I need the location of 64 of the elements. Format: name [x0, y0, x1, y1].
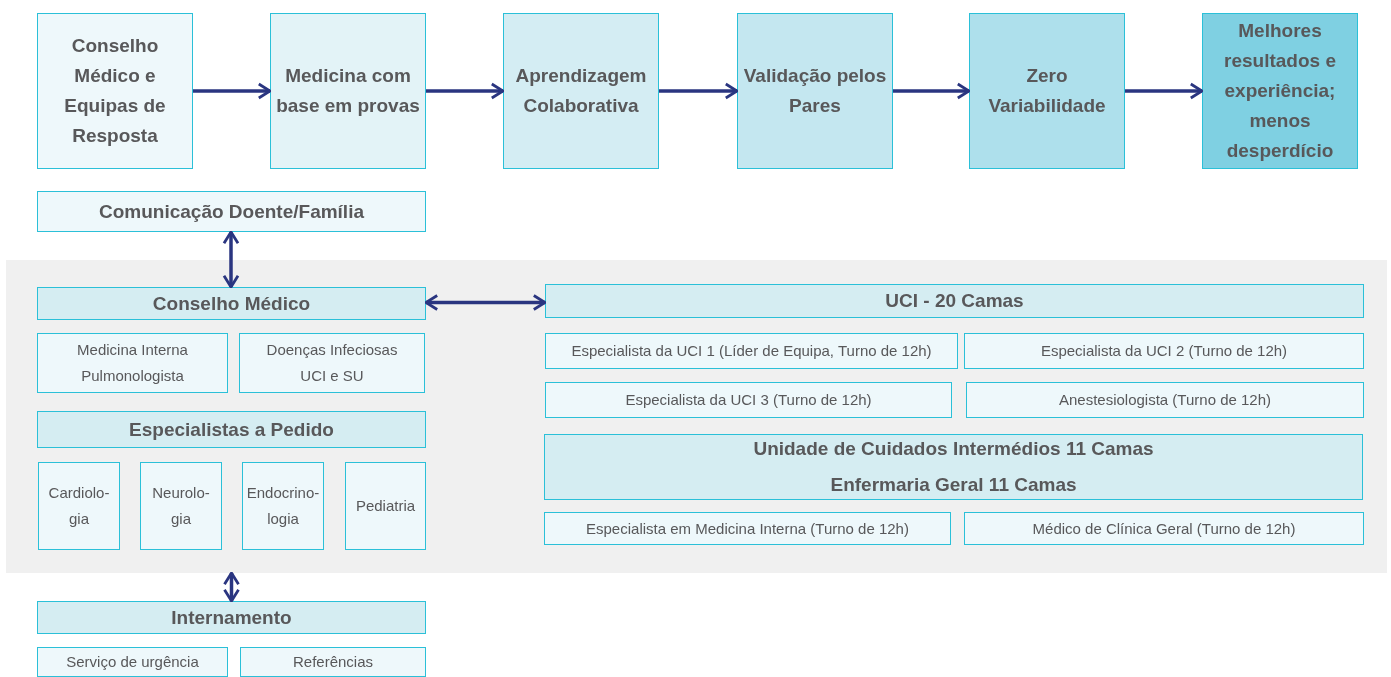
box-label: Medicina com base em provas [275, 64, 421, 118]
box-label: Aprendizagem Colaborativa [514, 64, 648, 118]
box-label: Endocrino- logia [246, 483, 320, 529]
role-box [964, 512, 1364, 545]
box-label: Medicina Interna [77, 340, 188, 360]
box-label: Especialista da UCI 1 (Líder de Equipa, Turno de 12h) [571, 341, 932, 361]
box-label: Unidade de Cuidados Intermédios 11 Camas [753, 437, 1154, 461]
double-arrow [424, 294, 547, 311]
box-label: UCI - 20 Camas [885, 289, 1024, 313]
role-box [239, 333, 425, 393]
arrow [193, 82, 272, 100]
box-label: Internamento [171, 605, 292, 630]
box-label: Referências [292, 652, 373, 672]
role-box [242, 462, 324, 550]
role-box [966, 382, 1364, 418]
role-box [345, 462, 426, 550]
role-box [240, 647, 426, 677]
role-box [545, 333, 958, 369]
box-label: Validação pelos Pares [742, 64, 888, 118]
header-bar [37, 191, 426, 232]
box-label: Anestesiologista (Turno de 12h) [1058, 390, 1272, 410]
role-box [37, 333, 228, 393]
header-bar [37, 287, 426, 320]
header-bar [545, 284, 1364, 318]
box-label: Especialista em Medicina Interna (Turno de 12h) [586, 518, 909, 539]
process-box [503, 13, 659, 169]
header-bar [37, 601, 426, 634]
role-box [545, 382, 952, 418]
box-label: Neurolo- gia [151, 483, 211, 529]
arrow [426, 82, 505, 100]
double-arrow [222, 230, 240, 289]
header-bar [544, 434, 1363, 500]
box-label: Zero Variabilidade [987, 64, 1107, 118]
process-box [270, 13, 426, 169]
box-label: Doenças Infeciosas [266, 340, 398, 360]
box-label: Cardiolo- gia [47, 483, 111, 529]
box-label: Conselho Médico [152, 291, 311, 316]
box-label: Pediatria [355, 496, 416, 516]
process-box [37, 13, 193, 169]
role-box [544, 512, 951, 545]
box-label: Especialistas a Pedido [129, 417, 334, 442]
role-box [37, 647, 228, 677]
double-arrow [223, 571, 240, 603]
box-label: Médico de Clínica Geral (Turno de 12h) [1032, 518, 1296, 539]
background-panel [6, 260, 1387, 573]
process-box [737, 13, 893, 169]
header-bar [37, 411, 426, 448]
arrow [893, 82, 971, 100]
arrow [659, 82, 739, 100]
box-label: Especialista da UCI 3 (Turno de 12h) [625, 390, 872, 410]
box-label: Conselho Médico e Equipas de Resposta [63, 34, 167, 148]
process-box [1202, 13, 1358, 169]
box-label: Serviço de urgência [66, 652, 199, 672]
box-label: Pulmonologista [81, 366, 184, 386]
box-label: UCI e SU [300, 366, 364, 386]
arrow [1125, 82, 1204, 100]
role-box [964, 333, 1364, 369]
role-box [38, 462, 120, 550]
box-label: Melhores resultados e experiência; menos desperdício [1223, 19, 1337, 163]
process-box [969, 13, 1125, 169]
box-label: Comunicação Doente/Família [99, 199, 364, 224]
box-label: Especialista da UCI 2 (Turno de 12h) [1040, 341, 1288, 361]
box-label: Enfermaria Geral 11 Camas [830, 473, 1077, 497]
role-box [140, 462, 222, 550]
